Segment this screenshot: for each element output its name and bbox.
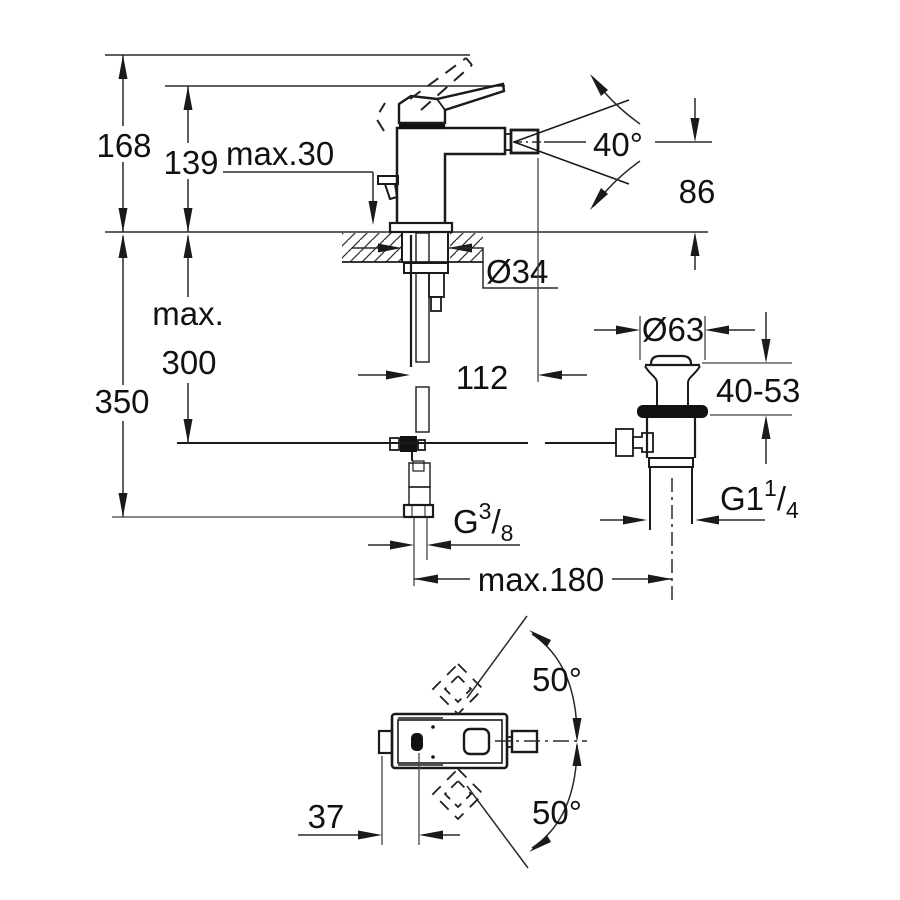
- hose-end-ribbed: [408, 486, 431, 506]
- ext-lines-37: [381, 753, 420, 845]
- faucet-body-outline: [395, 126, 507, 223]
- dim-spacing-max180: max.180: [478, 561, 605, 598]
- g38-sup: 3: [479, 498, 492, 524]
- g38-slash: /: [491, 503, 501, 540]
- g38-sub: 8: [501, 520, 514, 546]
- dim-spray-angle-40: 40°: [593, 126, 643, 163]
- dim-waste-thread-g114: G11/4: [720, 475, 799, 523]
- faucet-base-plate: [388, 221, 454, 234]
- swivel-line-upper: [466, 615, 528, 699]
- hose-end-braid: [408, 462, 431, 488]
- ref-lines-4053: [702, 362, 792, 416]
- supply-hose-lower: [415, 386, 430, 433]
- dim-clamp-range-4053: 40-53: [716, 372, 800, 409]
- g38-base: G: [453, 503, 479, 540]
- g114-slash: /: [777, 480, 787, 517]
- top-pull-rod-hole: [411, 733, 423, 751]
- waste-coupling-nut: [648, 457, 694, 468]
- top-screw-dot-upper: [431, 725, 435, 729]
- hose-fitting: [428, 272, 445, 298]
- dim-max30: max.30: [226, 135, 334, 172]
- dim-offset-37: 37: [308, 798, 345, 835]
- supply-hose-in-shank: [415, 232, 430, 264]
- waste-body: [645, 418, 697, 458]
- g114-base: G1: [720, 480, 764, 517]
- handle-joint-band: [399, 123, 445, 129]
- pull-rod-knob: [377, 175, 399, 185]
- dim-leader-max30: [223, 171, 374, 205]
- top-handle-base-lines: [398, 717, 443, 766]
- dim-max-word: max.: [152, 295, 224, 332]
- handle-position-up-dashed: [431, 662, 485, 716]
- dim-spout-86: 86: [679, 173, 716, 210]
- waste-flange-right: [687, 365, 701, 407]
- dim-supply-thread-g38: G3/8: [453, 498, 513, 546]
- pull-rod-knob-stem: [384, 183, 399, 201]
- dim-depth-300: 300: [161, 344, 216, 381]
- handle-lever-raised-dashed: [374, 57, 473, 132]
- dim-waste-dia63: Ø63: [642, 311, 704, 348]
- waste-knob-stem: [632, 432, 654, 453]
- dim-height-139: 139: [163, 144, 218, 181]
- g114-sup: 1: [764, 475, 777, 501]
- waste-seal-ring: [637, 405, 708, 418]
- waste-knurled-knob: [615, 428, 634, 457]
- dim-hose-350: 350: [94, 383, 149, 420]
- top-cartridge: [462, 727, 491, 756]
- g114-sub: 4: [786, 497, 799, 523]
- dim-dia34-leader: [448, 247, 558, 289]
- g38-extension-lines: [413, 517, 428, 586]
- ext-lines-dia63: [639, 316, 706, 360]
- dim-reach-112: 112: [456, 359, 509, 396]
- handle-front-edge: [436, 98, 446, 111]
- top-view: 50° 50° 37: [298, 615, 587, 869]
- handle-lever-solid: [397, 82, 506, 125]
- swivel-line-lower: [466, 785, 529, 869]
- handle-position-down-dashed: [431, 767, 485, 821]
- dim-height-168: 168: [96, 127, 151, 164]
- pop-up-waste: [615, 354, 708, 600]
- dim-swivel-50-top: 50°: [532, 661, 582, 698]
- top-pull-rod-tab: [377, 729, 394, 755]
- g38-nut: [402, 503, 435, 519]
- top-screw-dot-lower: [431, 755, 435, 759]
- dim-shank-dia34: Ø34: [486, 253, 548, 290]
- shank-walls: [401, 233, 449, 263]
- supply-hose-upper: [415, 272, 430, 363]
- waste-plug-dome: [649, 354, 693, 365]
- g38-nut-facets: [411, 505, 426, 517]
- spray-angle-lines: [513, 99, 630, 185]
- waste-flange-left: [644, 365, 658, 407]
- rod-clamp-right: [417, 439, 426, 451]
- hose-break-stub: [412, 460, 425, 472]
- front-view: 168 139 max.30 max. 300 350 40° 86: [94, 54, 800, 600]
- waste-tailpipe: [649, 467, 693, 530]
- hose-fitting-step: [430, 296, 442, 312]
- dim-swivel-50-bottom: 50°: [532, 794, 582, 831]
